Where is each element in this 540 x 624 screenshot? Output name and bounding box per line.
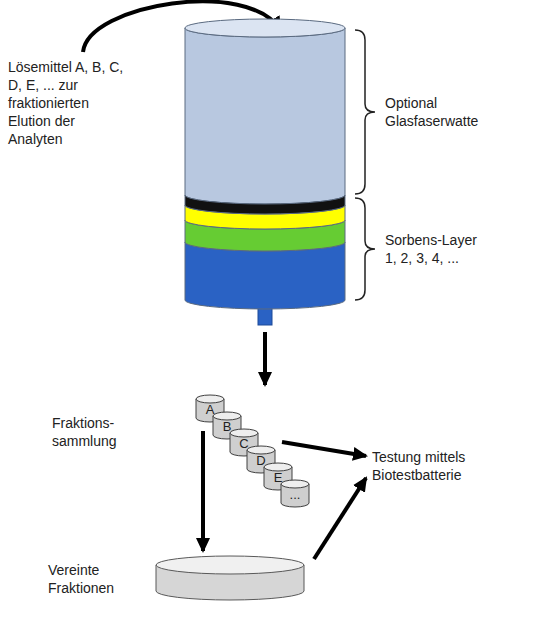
text-node: Testung mittels Biotestbatterie [372,448,484,484]
label-holder: Vereinte Fraktionen [48,561,140,597]
label-holder: Fraktions-sammlung [52,414,138,450]
text-node: Lösemittel A, B, C, D, E, ... zur frakti… [8,58,130,148]
free-label: Fraktions-sammlung [52,414,138,450]
dish-label: Vereinte Fraktionen [48,561,140,597]
flow-arrow [263,332,267,385]
flow-arrow [201,431,205,551]
label-holder: Sorbens-Layer 1, 2, 3, 4, ... [385,231,489,267]
column-label: Optional Glasfaserwatte [385,94,505,130]
column-group: Optional GlasfaserwatteSorbens-Layer 1, … [180,18,532,330]
column-label: Sorbens-Layer 1, 2, 3, 4, ... [385,231,489,267]
pooled-dish [153,553,309,605]
fraction-letter: ... [285,487,305,502]
label-holder: Optional Glasfaserwatte [385,94,505,130]
brace [355,198,375,300]
node-text: Testung mittels Biotestbatterie [372,448,484,484]
pooled-fractions: Vereinte Fraktionen [48,553,310,605]
flow-arrow [314,478,366,559]
flow-arrow [282,442,366,456]
node-text: Lösemittel A, B, C, D, E, ... zur frakti… [8,58,130,148]
sorbent-column [180,18,532,330]
fraction-vial: ... [280,478,310,508]
brace [355,30,375,194]
